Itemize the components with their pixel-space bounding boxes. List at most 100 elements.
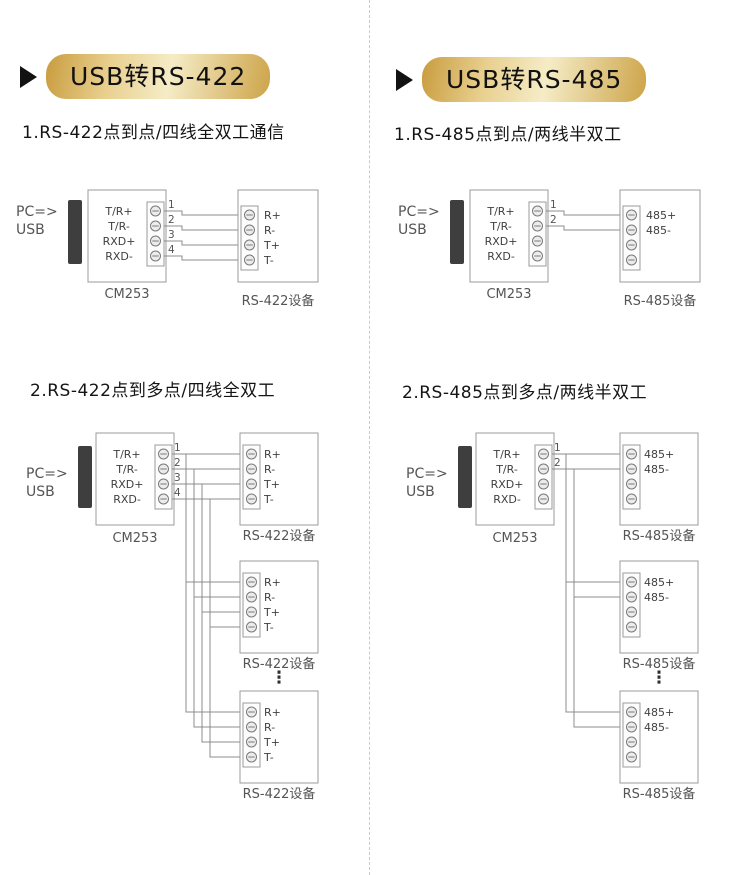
adapter-pin-label: T/R- [107,220,130,233]
wire-number: 2 [174,457,181,469]
terminal-screw-icon [246,606,257,618]
terminal-screw-icon [626,706,637,718]
device-module-3: 485+ 485- RS-485设备 [619,690,699,802]
device-pin-label: 485- [644,721,669,734]
terminal-screw-icon [626,478,637,490]
terminal-screw-icon [158,448,169,460]
device-pin-label: T+ [263,736,280,749]
adapter-caption: CM253 [492,531,537,546]
wire-number: 1 [554,442,561,454]
terminal-screw-icon [158,463,169,475]
terminal-screw-icon [244,209,255,221]
usb-plug-icon [68,200,82,264]
device-caption: RS-485设备 [623,656,696,672]
terminal-screw-icon [246,463,257,475]
wire-number: 1 [550,199,557,211]
terminal-screw-icon [532,205,543,217]
adapter-module: T/R+ T/R- RXD+ RXD- CM253 [87,189,167,302]
device-pin-label: T+ [263,478,280,491]
terminal-screw-icon [246,721,257,733]
device-pin-label: R- [264,224,275,237]
wire-number: 4 [174,487,181,499]
diagram-rs422-multipoint: PC=> USB T/R+ T/R- RXD+ RXD- CM253 1 2 3… [8,420,358,824]
more-devices-ellipsis: ⋮ [271,668,288,688]
device-pin-label: R+ [264,209,281,222]
terminal-screw-icon [626,493,637,505]
terminal-screw-icon [244,254,255,266]
diagram-rs485-multipoint: PC=> USB T/R+ T/R- RXD+ RXD- CM253 1 2 4… [388,420,737,824]
adapter-pin-label: T/R- [489,220,512,233]
device-module-1: 485+ 485- RS-485设备 [619,432,699,544]
terminal-screw-icon [626,591,637,603]
device-pin-label: T+ [263,606,280,619]
device-pin-label: T- [263,751,274,764]
adapter-pin-label: T/R+ [112,448,140,461]
wires [172,453,243,758]
device-pin-label: 485- [646,224,671,237]
triangle-bullet-icon [20,65,37,88]
terminal-screw-icon [626,239,637,251]
adapter-caption: CM253 [112,531,157,546]
terminal-screw-icon [532,250,543,262]
terminal-screw-icon [626,209,637,221]
triangle-bullet-icon [396,68,413,91]
device-pin-label: T- [263,254,274,267]
wire-number: 3 [168,229,175,241]
device-pin-label: 485- [644,591,669,604]
adapter-pin-label: RXD+ [485,235,518,248]
header-pill-rs485: USB转RS-485 [422,57,647,102]
pc-label-line2: USB [16,222,45,238]
terminal-screw-icon [150,220,161,232]
device-module-2: R+ R- T+ T- RS-422设备 [239,560,319,672]
device-pin-label: T- [263,493,274,506]
adapter-pin-label: T/R- [115,463,138,476]
terminal-screw-icon [150,205,161,217]
wire-number: 2 [554,457,561,469]
adapter-pin-label: RXD- [487,250,515,263]
pc-label-line1: PC=> [398,204,440,220]
device-module: 485+ 485- RS-485设备 [619,189,701,309]
wire-number: 1 [168,199,175,211]
adapter-pin-label: RXD+ [111,478,144,491]
device-caption: RS-422设备 [242,293,315,309]
adapter-pin-label: RXD+ [491,478,524,491]
pc-label-line1: PC=> [406,466,448,482]
wire-number: 2 [550,214,557,226]
usb-plug-icon [450,200,464,264]
adapter-caption: CM253 [486,287,531,302]
header-usb-to-rs422: USB转RS-422 [20,54,271,99]
device-pin-label: R+ [264,448,281,461]
device-pin-label: 485+ [644,706,674,719]
more-devices-ellipsis: ⋮ [651,668,668,688]
pc-label-line2: USB [406,484,435,500]
wire-number: 3 [174,472,181,484]
terminal-screw-icon [246,706,257,718]
wire-number: 1 [174,442,181,454]
device-caption: RS-485设备 [623,786,696,802]
terminal-screw-icon [626,606,637,618]
terminal-screw-icon [626,751,637,763]
terminal-screw-icon [244,239,255,251]
wires [546,210,623,231]
wires [552,453,623,728]
adapter-caption: CM253 [104,287,149,302]
device-caption: RS-422设备 [243,528,316,544]
adapter-pin-label: T/R+ [492,448,520,461]
terminal-screw-icon [626,576,637,588]
device-module: R+ R- T+ T- RS-422设备 [237,189,319,309]
diagram-rs485-point-to-point: PC=> USB T/R+ T/R- RXD+ RXD- CM253 1 2 4… [390,164,735,319]
terminal-screw-icon [246,751,257,763]
terminal-screw-icon [626,721,637,733]
adapter-pin-label: RXD- [113,493,141,506]
device-pin-label: R- [264,591,275,604]
device-pin-label: R- [264,463,275,476]
diagram-rs422-point-to-point: PC=> USB T/R+ T/R- RXD+ RXD- CM253 1 2 3… [8,164,358,319]
adapter-module: T/R+ T/R- RXD+ RXD- CM253 [469,189,549,302]
terminal-screw-icon [246,478,257,490]
device-caption: RS-422设备 [243,656,316,672]
adapter-module: T/R+ T/R- RXD+ RXD- CM253 [475,432,555,546]
wire-number: 2 [168,214,175,226]
terminal-screw-icon [244,224,255,236]
terminal-screw-icon [626,254,637,266]
terminal-screw-icon [626,621,637,633]
